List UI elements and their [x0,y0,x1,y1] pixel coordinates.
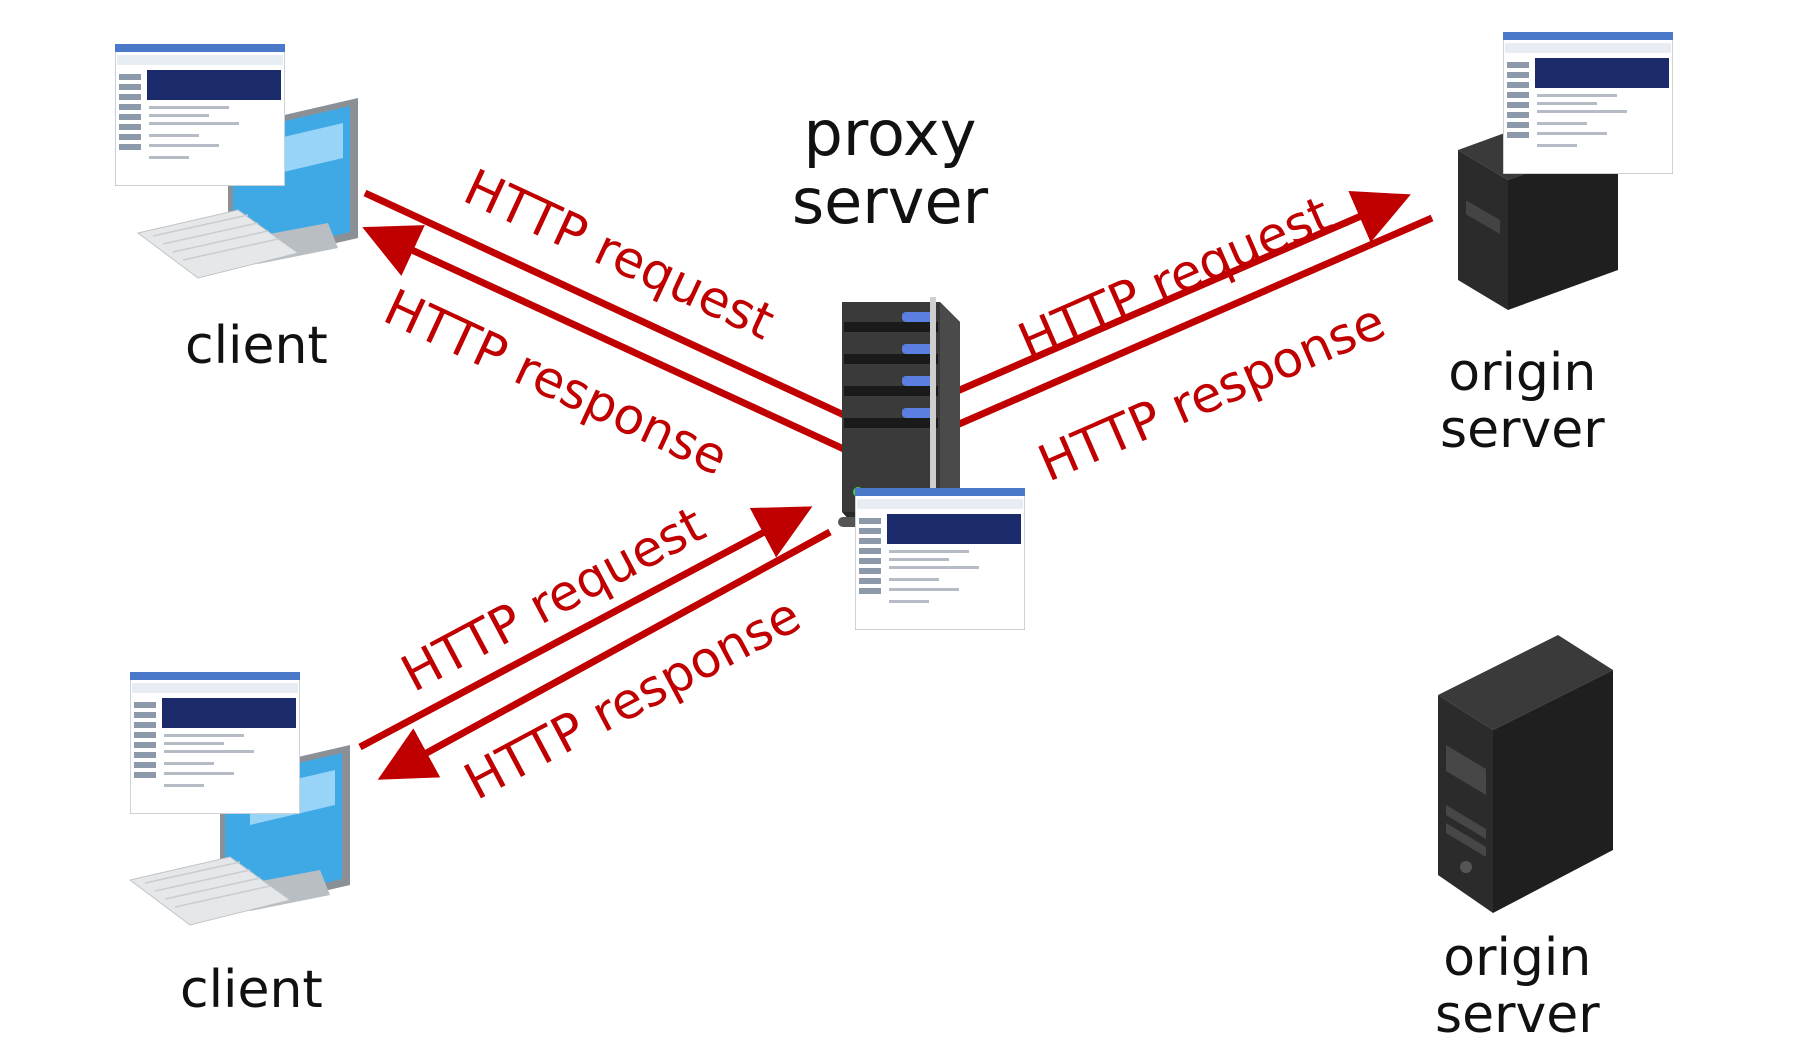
server-rack-icon [838,297,960,532]
origin-bottom-line1: origin [1443,928,1592,988]
arrow-top-left-response [362,225,874,466]
proxy-label-line2: server [791,165,989,239]
tower-server-icon [1438,635,1613,913]
proxy-server-label: proxy server [785,97,995,239]
proxy-label-line1: proxy [803,97,977,170]
client-top-label: client [185,316,328,376]
web-page-icon [1503,32,1673,174]
web-page-icon [130,672,300,814]
client-bottom-label: client [180,960,323,1020]
web-page-icon [855,488,1025,630]
arrow-bottom-left-request [358,506,813,751]
origin-top-line2: server [1440,400,1605,461]
origin-server-bottom-label: origin server [1435,928,1600,1046]
origin-top-line1: origin [1448,343,1597,403]
web-page-icon [115,44,285,186]
arrow-top-left-request [363,189,874,432]
origin-bottom-line2: server [1435,985,1600,1046]
origin-server-top-label: origin server [1440,343,1605,461]
arrow-top-right-response [870,214,1434,466]
arrow-bottom-left-response [377,528,832,780]
